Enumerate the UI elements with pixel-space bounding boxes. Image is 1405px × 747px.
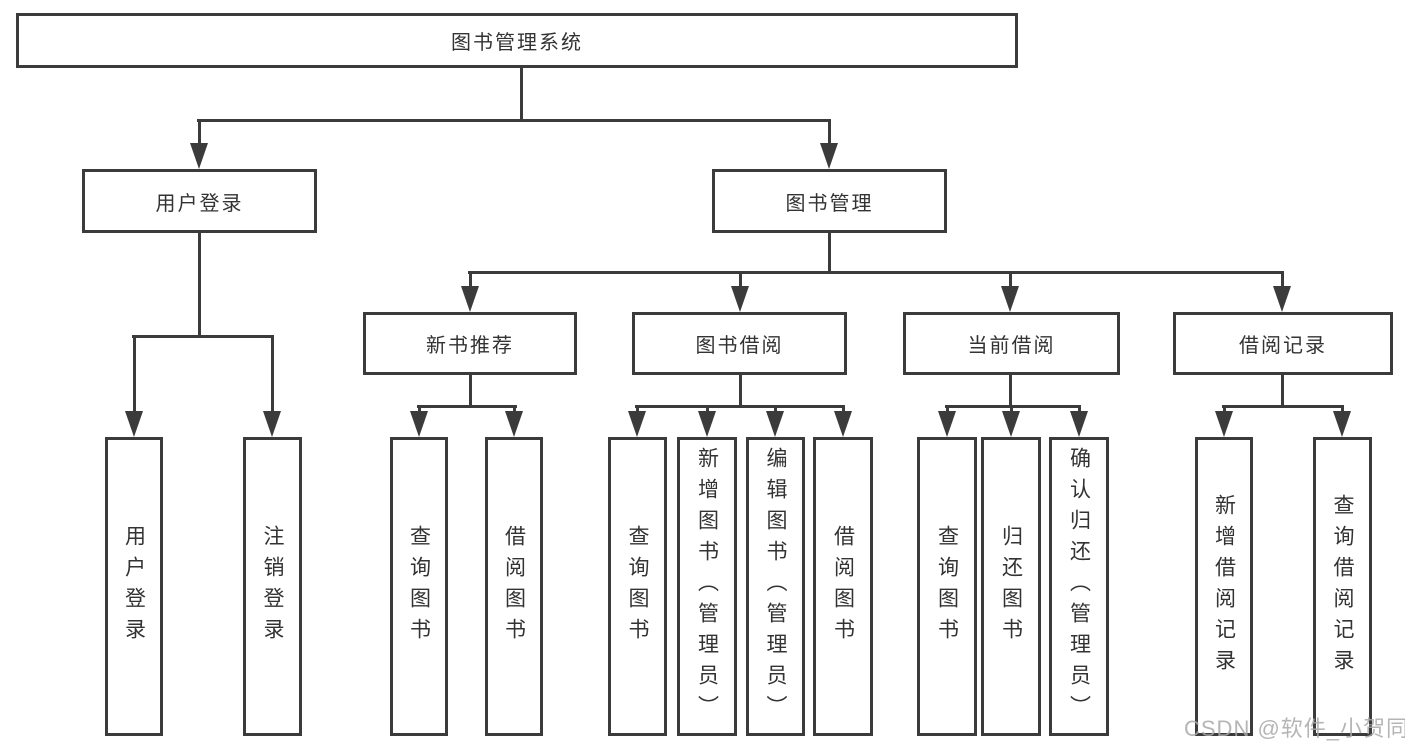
- arrow-down-icon: [766, 411, 784, 437]
- connector-line: [197, 119, 831, 122]
- arrow-down-icon: [1333, 411, 1351, 437]
- connector-line: [739, 271, 742, 291]
- node-label: 用户登录: [122, 524, 146, 649]
- connector-line: [828, 233, 831, 274]
- connector-line: [469, 271, 472, 291]
- connector-line: [520, 68, 523, 122]
- node-label: 新增借阅记录: [1212, 493, 1236, 680]
- connector-line: [1009, 375, 1012, 408]
- connector-line: [635, 405, 845, 408]
- node-leaf-query-books-current: 查询图书: [917, 437, 977, 736]
- node-borrowing-records: 借阅记录: [1173, 312, 1393, 375]
- node-leaf-confirm-return-admin: 确认归还（管理员）: [1049, 437, 1109, 736]
- arrow-down-icon: [461, 286, 479, 312]
- node-leaf-logout: 注销登录: [243, 437, 302, 736]
- arrow-down-icon: [1002, 411, 1020, 437]
- node-label: 新增图书（管理员）: [695, 447, 719, 726]
- node-label: 查询借阅记录: [1331, 493, 1354, 680]
- arrow-down-icon: [1215, 411, 1233, 437]
- node-leaf-borrow-books-recommend: 借阅图书: [485, 437, 543, 736]
- connector-line: [469, 375, 472, 408]
- arrow-down-icon: [938, 411, 956, 437]
- arrow-down-icon: [628, 411, 646, 437]
- connector-line: [198, 233, 201, 338]
- node-leaf-query-books-recommend: 查询图书: [390, 437, 448, 736]
- csdn-watermark: CSDN @软件_小贺同学: [1184, 716, 1405, 741]
- connector-line: [132, 335, 274, 338]
- arrow-down-icon: [190, 143, 208, 169]
- node-label: 图书管理系统: [451, 32, 583, 54]
- connector-line: [417, 405, 517, 408]
- node-new-book-recommend: 新书推荐: [363, 312, 577, 375]
- arrow-down-icon: [698, 411, 716, 437]
- node-leaf-query-borrow-record: 查询借阅记录: [1313, 437, 1372, 736]
- node-leaf-add-book-admin: 新增图书（管理员）: [677, 437, 737, 736]
- node-leaf-borrow-books: 借阅图书: [813, 437, 873, 736]
- connector-line: [271, 335, 274, 417]
- node-leaf-add-borrow-record: 新增借阅记录: [1195, 437, 1253, 736]
- node-label: 注销登录: [261, 524, 284, 649]
- node-leaf-edit-book-admin: 编辑图书（管理员）: [746, 437, 805, 736]
- node-library-system: 图书管理系统: [16, 13, 1018, 68]
- arrow-down-icon: [1273, 286, 1291, 312]
- node-label: 借阅图书: [831, 524, 855, 649]
- node-label: 借阅图书: [502, 524, 526, 649]
- node-leaf-user-login: 用户登录: [105, 437, 163, 736]
- connector-line: [945, 405, 1081, 408]
- node-leaf-return-book: 归还图书: [981, 437, 1041, 736]
- node-label: 新书推荐: [426, 335, 514, 357]
- connector-line: [1281, 375, 1284, 408]
- node-leaf-query-books-borrowing: 查询图书: [608, 437, 667, 736]
- node-label: 查询图书: [935, 524, 959, 649]
- node-label: 图书管理: [785, 192, 874, 215]
- connector-line: [739, 375, 742, 408]
- connector-line: [133, 335, 136, 417]
- connector-line: [198, 119, 201, 155]
- arrow-down-icon: [263, 411, 281, 437]
- connector-line: [1009, 271, 1012, 291]
- node-label: 借阅记录: [1239, 335, 1327, 357]
- arrow-down-icon: [1070, 411, 1088, 437]
- node-user-login: 用户登录: [82, 169, 317, 233]
- node-label: 图书借阅: [695, 335, 784, 357]
- node-book-management: 图书管理: [712, 169, 947, 233]
- arrow-down-icon: [1001, 286, 1019, 312]
- arrow-down-icon: [820, 143, 838, 169]
- node-label: 归还图书: [999, 524, 1023, 649]
- arrow-down-icon: [505, 411, 523, 437]
- node-current-borrowing: 当前借阅: [903, 312, 1120, 375]
- connector-line: [1281, 271, 1284, 291]
- connector-line: [468, 271, 1284, 274]
- connector-line: [828, 119, 831, 155]
- node-label: 查询图书: [407, 524, 431, 649]
- node-label: 用户登录: [155, 192, 244, 215]
- arrow-down-icon: [410, 411, 428, 437]
- node-label: 当前借阅: [967, 335, 1056, 357]
- node-label: 查询图书: [626, 524, 649, 649]
- node-label: 确认归还（管理员）: [1067, 447, 1091, 726]
- arrow-down-icon: [731, 286, 749, 312]
- arrow-down-icon: [834, 411, 852, 437]
- node-label: 编辑图书（管理员）: [764, 447, 787, 726]
- connector-line: [1222, 405, 1344, 408]
- node-book-borrowing: 图书借阅: [632, 312, 847, 375]
- arrow-down-icon: [125, 411, 143, 437]
